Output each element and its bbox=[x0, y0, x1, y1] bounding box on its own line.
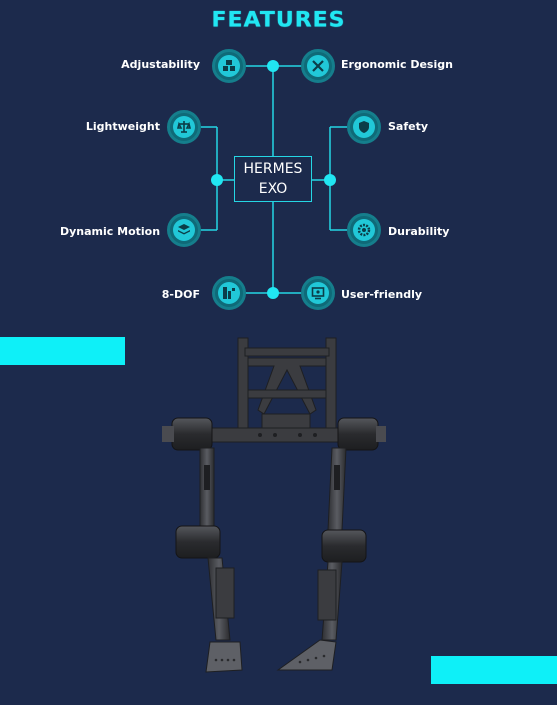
accent-bar-left bbox=[0, 337, 125, 365]
cubes-icon bbox=[212, 49, 246, 83]
monitor-icon bbox=[301, 276, 335, 310]
joints-icon bbox=[212, 276, 246, 310]
page-title: FEATURES bbox=[211, 8, 346, 33]
feature-label-dynamic: Dynamic Motion bbox=[60, 225, 161, 238]
accent-bar-right bbox=[431, 656, 557, 684]
gear-icon bbox=[347, 213, 381, 247]
feature-label-dof: 8-DOF bbox=[161, 288, 200, 301]
connector-node bbox=[211, 174, 223, 186]
shield-icon bbox=[347, 110, 381, 144]
hermes-exo-box: HERMES EXO bbox=[234, 156, 312, 202]
scale-icon bbox=[167, 110, 201, 144]
tools-icon bbox=[301, 49, 335, 83]
layers-icon bbox=[167, 213, 201, 247]
center-title-line1: HERMES bbox=[243, 161, 303, 177]
connector-node bbox=[267, 60, 279, 72]
connector-node bbox=[324, 174, 336, 186]
feature-label-safety: Safety bbox=[388, 120, 429, 133]
feature-label-userfriendly: User-friendly bbox=[341, 288, 423, 301]
exoskeleton-illustration bbox=[162, 337, 386, 673]
center-title-line2: EXO bbox=[258, 181, 288, 197]
connector-node bbox=[267, 287, 279, 299]
feature-label-durability: Durability bbox=[388, 225, 450, 238]
feature-label-ergonomic: Ergonomic Design bbox=[341, 58, 453, 71]
feature-label-lightweight: Lightweight bbox=[85, 120, 160, 133]
feature-label-adjustability: Adjustability bbox=[121, 58, 200, 71]
